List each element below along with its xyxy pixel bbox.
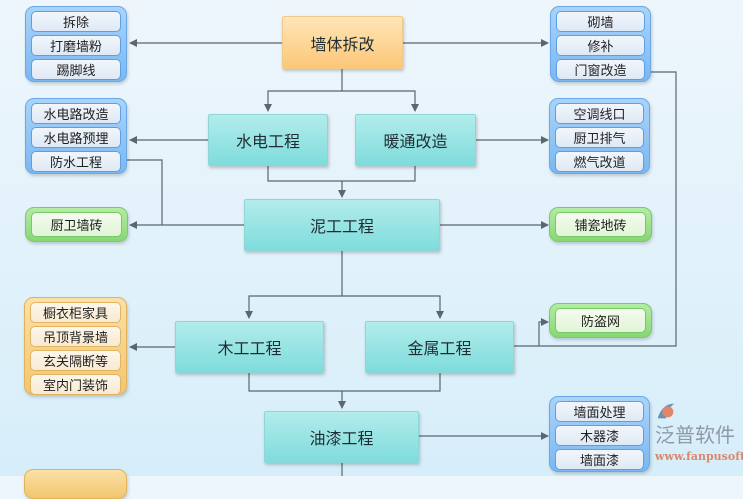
item-entry-partition[interactable]: 玄关隔断等	[30, 350, 121, 371]
item-wood-paint[interactable]: 木器漆	[555, 425, 644, 446]
group-carpentry-left: 橱衣柜家具 吊顶背景墙 玄关隔断等 室内门装饰	[24, 297, 127, 395]
watermark-brand: 泛普软件	[655, 423, 735, 447]
edge-plumbing-merge	[267, 166, 416, 182]
edge-carpentry-merge	[248, 373, 441, 392]
group-metal-right: 防盗网	[549, 303, 652, 338]
edge-demolition-split-right	[342, 90, 419, 112]
group-bottom-left-partial	[24, 469, 127, 499]
node-hvac[interactable]: 暖通改造	[355, 114, 476, 166]
group-hvac-right: 空调线口 厨卫排气 燃气改道	[549, 98, 650, 174]
item-ceiling-feature-wall[interactable]: 吊顶背景墙	[30, 326, 121, 347]
item-cabinets[interactable]: 橱衣柜家具	[30, 302, 121, 323]
node-masonry[interactable]: 泥工工程	[244, 199, 440, 251]
edge-demolition-split	[264, 68, 343, 112]
edge-metal-to-antitheft	[538, 318, 549, 346]
group-demolition-left: 拆除 打磨墙粉 踢脚线	[25, 6, 127, 82]
group-demolition-right: 砌墙 修补 门窗改造	[550, 6, 651, 82]
item-ac-port[interactable]: 空调线口	[555, 103, 644, 124]
item-kitchen-bath-exhaust[interactable]: 厨卫排气	[555, 127, 644, 148]
item-gas-reroute[interactable]: 燃气改道	[555, 151, 644, 172]
item-build-wall[interactable]: 砌墙	[556, 11, 645, 32]
item-door-window[interactable]: 门窗改造	[556, 59, 645, 80]
item-floor-tiles[interactable]: 铺瓷地砖	[555, 212, 646, 237]
item-wall-tiles[interactable]: 厨卫墙砖	[31, 212, 122, 237]
brand-logo-icon	[657, 403, 675, 419]
item-waterproofing[interactable]: 防水工程	[31, 151, 121, 172]
item-repair[interactable]: 修补	[556, 35, 645, 56]
node-painting[interactable]: 油漆工程	[264, 411, 419, 463]
node-metalwork[interactable]: 金属工程	[365, 321, 514, 373]
item-skirting[interactable]: 踢脚线	[31, 59, 121, 80]
watermark-url: www.fanpusoft.com	[655, 450, 743, 463]
node-wall-demolition[interactable]: 墙体拆改	[282, 16, 403, 69]
group-masonry-left: 厨卫墙砖	[25, 207, 128, 242]
item-wall-prep[interactable]: 墙面处理	[555, 401, 644, 422]
item-sand-wall[interactable]: 打磨墙粉	[31, 35, 121, 56]
item-anti-theft-net[interactable]: 防盗网	[555, 308, 646, 333]
item-circuit-rework[interactable]: 水电路改造	[31, 103, 121, 124]
node-carpentry[interactable]: 木工工程	[175, 321, 324, 373]
group-masonry-right: 铺瓷地砖	[549, 207, 652, 242]
item-demolish[interactable]: 拆除	[31, 11, 121, 32]
group-painting-right: 墙面处理 木器漆 墙面漆	[549, 396, 650, 472]
item-wall-paint[interactable]: 墙面漆	[555, 449, 644, 470]
watermark: 泛普软件 www.fanpusoft.com	[655, 398, 743, 474]
node-plumbing-electrical[interactable]: 水电工程	[208, 114, 328, 166]
edge-masonry-split	[245, 251, 343, 319]
item-circuit-embed[interactable]: 水电路预埋	[31, 127, 121, 148]
group-plumbing-left: 水电路改造 水电路预埋 防水工程	[25, 98, 127, 174]
item-interior-door[interactable]: 室内门装饰	[30, 374, 121, 395]
edge-masonry-split-right	[342, 295, 444, 319]
